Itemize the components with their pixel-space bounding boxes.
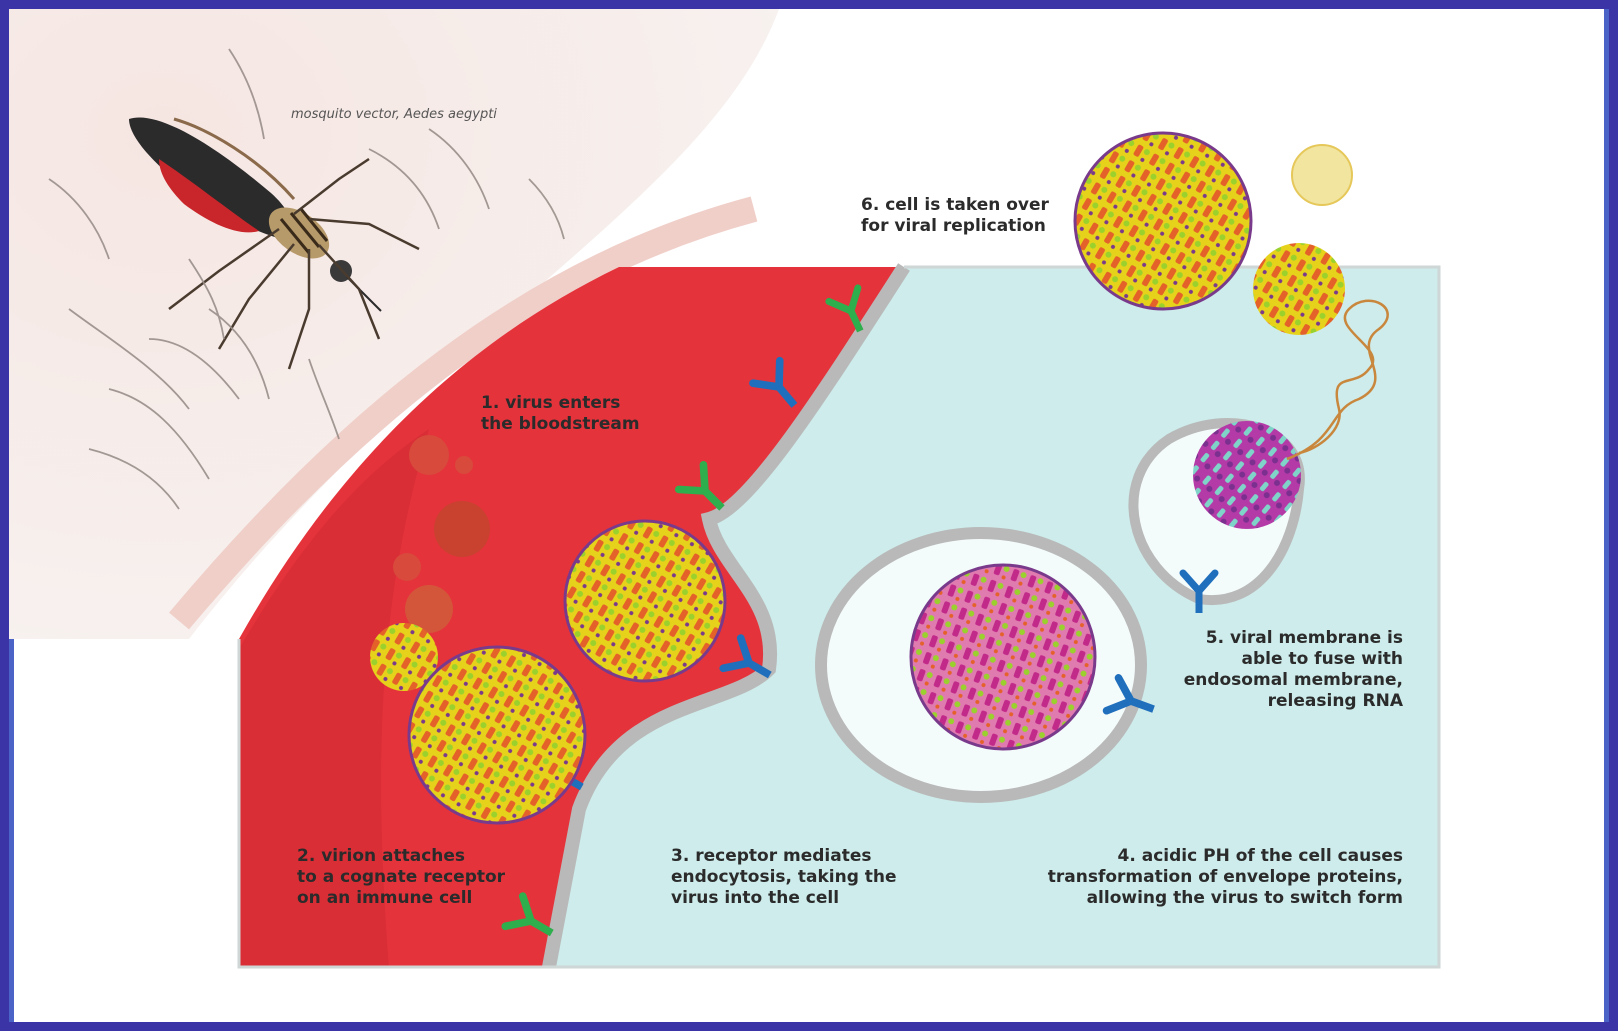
mosquito-caption: mosquito vector, Aedes aegypti: [291, 107, 497, 122]
step-5-caption: 5. viral membrane is able to fuse with e…: [1149, 628, 1403, 712]
step-3-caption: 3. receptor mediates endocytosis, taking…: [671, 846, 897, 909]
step-6-caption: 6. cell is taken over for viral replicat…: [861, 195, 1049, 237]
step-4-caption: 4. acidic PH of the cell causes transfor…: [1009, 846, 1403, 909]
step-1-caption: 1. virus enters the bloodstream: [481, 393, 640, 435]
step-2-caption: 2. virion attaches to a cognate receptor…: [297, 846, 505, 909]
